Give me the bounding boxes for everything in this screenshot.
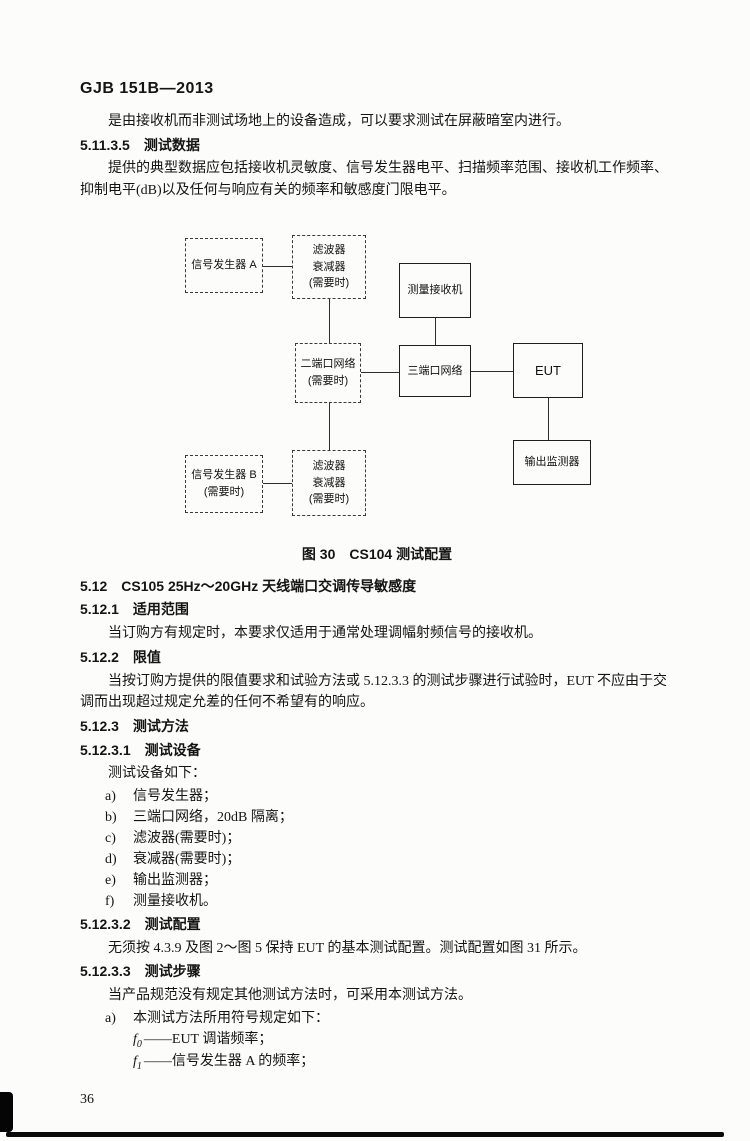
section-heading-5-11-3-5: 5.11.3.5 测试数据 — [80, 136, 200, 153]
figure-30-diagram: 信号发生器 A 滤波器 衰减器 (需要时) 测量接收机 二端口网络 (需要时) … — [80, 228, 674, 536]
box-label: 衰减器 — [312, 476, 346, 489]
box-label: 测量接收机 — [407, 284, 463, 296]
connector-line — [471, 370, 513, 372]
list-item-text: 衰减器(需要时)； — [133, 851, 241, 867]
paragraph-scope: 当订购方有规定时，本要求仅适用于通常处理调幅射频信号的接收机。 — [108, 626, 542, 642]
list-item-label: d) — [105, 851, 117, 867]
list-item-step-a: a) 本测试方法所用符号规定如下： — [105, 1008, 674, 1029]
doc-number: GJB 151B—2013 — [80, 80, 214, 97]
box-label: 信号发生器 B — [191, 469, 257, 482]
diagram-box-filter-attenuator-bottom: 滤波器 衰减器 (需要时) — [292, 449, 366, 516]
connector-line — [329, 298, 330, 343]
box-label: (需要时) — [308, 493, 350, 505]
connector-line — [548, 397, 549, 440]
document-page: GJB 151B—2013 是由接收机而非测试场地上的设备造成，可以要求测试在屏… — [80, 80, 674, 1108]
box-label: EUT — [535, 362, 561, 378]
list-item-text: 滤波器(需要时)； — [133, 830, 241, 846]
list-item-equipment-a: a) 信号发生器； — [105, 786, 674, 807]
diagram-box-two-port-network: 二端口网络 (需要时) — [295, 342, 361, 403]
box-label: 三端口网络 — [407, 364, 463, 377]
list-item-text: 三端口网络，20dB 隔离； — [133, 809, 293, 825]
symbol-description: ——EUT 调谐频率； — [143, 1031, 273, 1047]
list-item-equipment-f: f) 测量接收机。 — [105, 891, 674, 912]
diagram-box-output-monitor: 输出监测器 — [513, 439, 591, 485]
list-item-text: 测量接收机。 — [133, 893, 217, 909]
symbol-subscript: 0 — [136, 1038, 142, 1050]
box-label: 滤波器 — [312, 244, 346, 256]
symbol-f: f — [133, 1031, 137, 1047]
section-heading-5-12: 5.12 CS105 25Hz～20GHz 天线端口交调传导敏感度 — [80, 577, 417, 594]
diagram-box-filter-attenuator-top: 滤波器 衰减器 (需要时) — [292, 234, 366, 299]
list-item-equipment-b: b) 三端口网络，20dB 隔离； — [105, 807, 674, 828]
symbol-definition-f1: f1——信号发生器 A 的频率； — [133, 1051, 674, 1074]
symbol-subscript: 1 — [136, 1061, 142, 1073]
connector-line — [329, 402, 330, 450]
list-item-equipment-e: e) 输出监测器； — [105, 870, 674, 891]
section-heading-5-12-2: 5.12.2 限值 — [80, 648, 161, 665]
symbol-definition-f0: f0——EUT 调谐频率； — [133, 1029, 674, 1052]
section-heading-5-12-3-2: 5.12.3.2 测试配置 — [80, 915, 201, 932]
list-item-label: a) — [105, 1010, 116, 1026]
scan-artifact-line — [6, 1132, 724, 1137]
box-label: (需要时) — [203, 485, 245, 498]
paragraph-intro: 是由接收机而非测试场地上的设备造成，可以要求测试在屏蔽暗室内进行。 — [108, 114, 570, 129]
list-item-label: f) — [105, 893, 115, 909]
list-item-text: 输出监测器； — [133, 872, 217, 888]
paragraph-equipment-intro: 测试设备如下： — [108, 766, 206, 782]
diagram-box-measuring-receiver: 测量接收机 — [399, 262, 471, 318]
section-heading-5-12-3: 5.12.3 测试方法 — [80, 717, 189, 734]
connector-line — [263, 265, 292, 267]
box-label: 衰减器 — [312, 260, 346, 273]
box-label: (需要时) — [308, 277, 350, 289]
paragraph-test-data: 提供的典型数据应包括接收机灵敏度、信号发生器电平、扫描频率范围、接收机工作频率、… — [80, 161, 668, 199]
list-item-text: 本测试方法所用符号规定如下： — [133, 1010, 329, 1026]
diagram-box-three-port-network: 三端口网络 — [399, 344, 471, 397]
diagram-box-eut: EUT — [513, 342, 583, 398]
box-label: (需要时) — [307, 374, 349, 387]
list-item-label: c) — [105, 830, 116, 846]
paragraph-steps: 当产品规范没有规定其他测试方法时，可采用本测试方法。 — [108, 988, 472, 1003]
box-label: 输出监测器 — [524, 456, 580, 468]
connector-line — [435, 317, 436, 345]
list-item-label: a) — [105, 788, 116, 804]
section-heading-5-12-3-3: 5.12.3.3 测试步骤 — [80, 963, 201, 980]
scan-artifact-blob — [0, 1092, 13, 1132]
paragraph-config: 无须按 4.3.9 及图 2～图 5 保持 EUT 的基本测试配置。测试配置如图… — [108, 940, 587, 956]
box-label: 信号发生器 A — [191, 259, 257, 271]
figure-caption: 图 30 CS104 测试配置 — [301, 545, 453, 562]
section-heading-5-12-1: 5.12.1 适用范围 — [80, 601, 189, 618]
connector-line — [263, 482, 292, 484]
box-label: 滤波器 — [312, 460, 346, 472]
symbol-f: f — [133, 1054, 137, 1070]
list-item-label: e) — [105, 872, 116, 888]
list-item-equipment-c: c) 滤波器(需要时)； — [105, 828, 674, 849]
connector-line — [361, 371, 399, 373]
list-item-label: b) — [105, 809, 117, 825]
box-label: 二端口网络 — [300, 358, 356, 371]
page-number: 36 — [80, 1092, 94, 1108]
paragraph-limit: 当按订购方提供的限值要求和试验方法或 5.12.3.3 的测试步骤进行试验时，E… — [80, 673, 667, 711]
list-item-equipment-d: d) 衰减器(需要时)； — [105, 849, 674, 870]
list-item-text: 信号发生器； — [133, 788, 217, 804]
diagram-box-signal-generator-b: 信号发生器 B (需要时) — [185, 454, 263, 513]
symbol-description: ——信号发生器 A 的频率； — [143, 1054, 315, 1070]
diagram-box-signal-generator-a: 信号发生器 A — [185, 237, 263, 293]
section-heading-5-12-3-1: 5.12.3.1 测试设备 — [80, 741, 201, 758]
